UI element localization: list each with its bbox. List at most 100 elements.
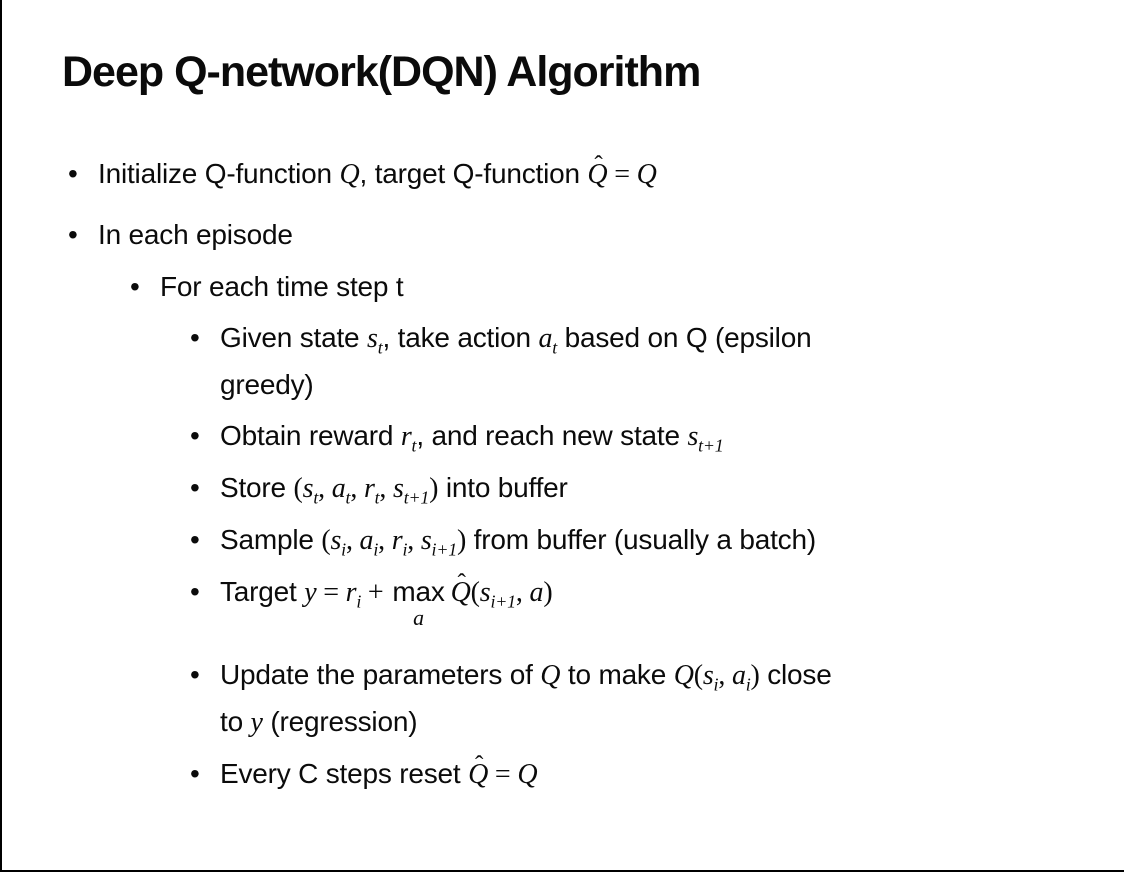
math-var: rt bbox=[363, 473, 380, 509]
math-symbol: = bbox=[488, 759, 518, 791]
math-symbol: , bbox=[350, 473, 364, 505]
page-left-edge bbox=[0, 0, 2, 872]
plain-text: , take action bbox=[382, 322, 539, 354]
math-symbol: , bbox=[318, 473, 332, 505]
math-symbol: , bbox=[378, 525, 392, 557]
bullet-item: • Store (st, at, rt, st+1) into buffer bbox=[190, 465, 1096, 512]
plain-text: , target Q-function bbox=[359, 158, 588, 190]
math-symbol: ) bbox=[429, 473, 439, 505]
math-symbol: ) bbox=[750, 660, 760, 692]
math-symbol: ( bbox=[293, 473, 303, 505]
plain-text: Obtain reward bbox=[220, 420, 401, 452]
plain-text: Update the parameters of bbox=[220, 659, 541, 691]
bullet-item: • In each episode bbox=[68, 212, 1096, 258]
math-var: rt bbox=[400, 421, 417, 457]
bullet-marker-icon: • bbox=[68, 219, 78, 251]
plain-text: Target bbox=[220, 576, 305, 608]
math-var: si+1 bbox=[420, 525, 457, 561]
math-var: ai bbox=[359, 525, 379, 561]
math-subscript: i bbox=[373, 540, 379, 561]
math-subscript: t bbox=[374, 488, 380, 509]
math-subscript: i bbox=[745, 674, 751, 695]
bullet-text: Target y = ri + maxaQ(si+1, a) bbox=[220, 569, 553, 631]
bullet-marker-icon: • bbox=[190, 758, 200, 790]
plain-text: Store bbox=[220, 472, 294, 504]
bullet-text: For each time step t bbox=[160, 264, 404, 310]
math-subscript: t bbox=[377, 338, 383, 359]
bullet-text: In each episode bbox=[98, 212, 293, 258]
bullet-item: •Target y = ri + maxaQ(si+1, a) bbox=[190, 569, 1096, 630]
bullet-marker-icon: • bbox=[68, 158, 78, 190]
math-var-hat: Q bbox=[451, 570, 471, 616]
math-var: Q bbox=[673, 660, 694, 692]
bullet-item: •Initialize Q-function Q, target Q-funct… bbox=[68, 151, 1096, 198]
math-subscript: t bbox=[313, 488, 319, 509]
bullet-item: •Update the parameters of Q to make Q(si… bbox=[190, 652, 1096, 746]
plain-text: In each episode bbox=[98, 219, 293, 251]
bullet-text: Update the parameters of Q to make Q(si,… bbox=[220, 652, 832, 746]
math-subscript: i bbox=[341, 540, 346, 561]
bullet-text: Given state st, take action at based on … bbox=[220, 315, 812, 408]
bullet-marker-icon: • bbox=[130, 271, 140, 303]
math-var: st+1 bbox=[393, 473, 430, 509]
math-var-hat: Q bbox=[468, 752, 488, 798]
math-var: Q bbox=[636, 159, 657, 191]
math-symbol: ) bbox=[543, 577, 553, 609]
plain-text: based on Q (epsilon bbox=[557, 322, 812, 354]
math-var: at bbox=[331, 473, 351, 509]
math-symbol: = bbox=[607, 159, 637, 191]
math-var: ri bbox=[391, 525, 408, 561]
bullet-marker-icon: • bbox=[190, 576, 200, 608]
math-subscript: i bbox=[356, 592, 362, 613]
bullet-item: • Given state st, take action at based on… bbox=[190, 315, 1096, 408]
page-bottom-edge bbox=[0, 870, 1124, 872]
math-var: si+1 bbox=[479, 577, 516, 613]
bullet-item: •Sample (si, ai, ri, si+1) from buffer (… bbox=[190, 517, 1096, 564]
math-symbol: , bbox=[345, 525, 360, 557]
math-var: st+1 bbox=[687, 421, 724, 457]
plain-text: greedy) bbox=[220, 369, 314, 401]
slide: Deep Q-network(DQN) Algorithm • Initializ… bbox=[0, 0, 1124, 798]
math-var: st bbox=[302, 473, 319, 509]
math-subscript: t+1 bbox=[698, 436, 724, 457]
math-subscript: t bbox=[552, 338, 558, 359]
math-symbol: ( bbox=[693, 660, 703, 692]
math-var: Q bbox=[339, 159, 360, 191]
math-var: ri bbox=[345, 577, 362, 613]
plain-text: from buffer (usually a batch) bbox=[466, 524, 816, 556]
math-subscript: i+1 bbox=[431, 540, 458, 561]
math-subscript: i bbox=[402, 540, 408, 561]
plain-text: into buffer bbox=[438, 472, 568, 504]
math-subscript: i bbox=[713, 674, 719, 695]
math-symbol: ) bbox=[456, 525, 467, 557]
plain-text: Sample bbox=[220, 524, 322, 556]
bullet-item: • For each time step t bbox=[130, 264, 1096, 310]
plain-text: to make bbox=[560, 659, 674, 691]
plain-text: Initialize Q-function bbox=[98, 158, 340, 190]
math-symbol: ( bbox=[321, 525, 331, 557]
math-var: Q bbox=[517, 759, 538, 791]
math-symbol: ( bbox=[470, 577, 480, 609]
bullet-marker-icon: • bbox=[190, 659, 200, 691]
bullet-text: Store (st, at, rt, st+1) into buffer bbox=[220, 465, 568, 512]
bullet-text: Every C steps reset Q = Q bbox=[220, 751, 538, 798]
bullet-list: •Initialize Q-function Q, target Q-funct… bbox=[62, 151, 1096, 798]
slide-title: Deep Q-network(DQN) Algorithm bbox=[62, 48, 701, 96]
math-symbol: = bbox=[316, 577, 346, 609]
math-var: si bbox=[330, 525, 346, 561]
math-var: a bbox=[529, 577, 544, 609]
math-var: y bbox=[304, 577, 317, 609]
plain-text: (regression) bbox=[262, 706, 418, 738]
math-var-hat: Q bbox=[587, 152, 607, 198]
math-var: Q bbox=[540, 660, 561, 692]
math-var: si bbox=[702, 660, 719, 695]
math-subscript: t bbox=[411, 436, 417, 457]
bullet-marker-icon: • bbox=[190, 322, 200, 354]
math-subscript: i+1 bbox=[490, 592, 516, 613]
math-subscript: t+1 bbox=[403, 488, 430, 509]
plain-text: close bbox=[759, 659, 832, 691]
bullet-marker-icon: • bbox=[190, 420, 200, 452]
plain-text: Every C steps reset bbox=[220, 758, 469, 790]
max-operator-underscript: a bbox=[413, 606, 424, 631]
bullet-marker-icon: • bbox=[190, 472, 200, 504]
